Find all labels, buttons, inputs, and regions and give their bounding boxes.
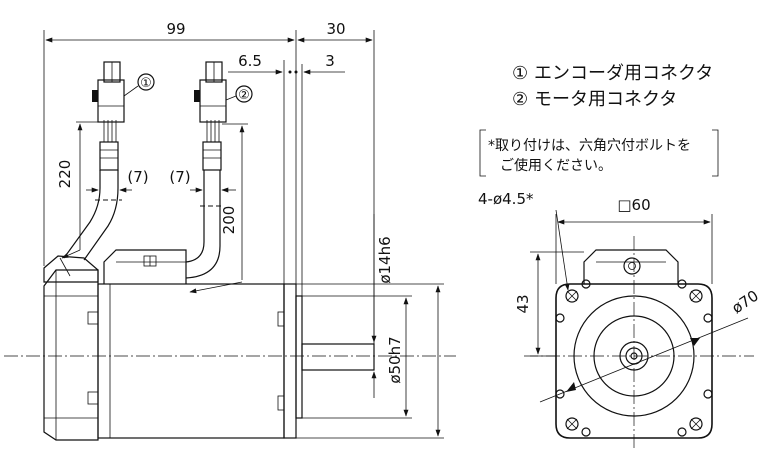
front-shaft-outer — [619, 341, 649, 371]
dim-dot-2 — [294, 70, 298, 74]
bolt-circle-arrow-2 — [566, 382, 576, 392]
mount-hole-br — [689, 417, 703, 431]
front-screw-7 — [581, 427, 591, 437]
legend: ① エンコーダ用コネクタ ② モータ用コネクタ — [512, 63, 713, 110]
callout-1-leader — [123, 85, 139, 97]
front-screw-8 — [677, 427, 687, 437]
encoder-cable-outer — [83, 170, 119, 261]
front-screw-5 — [581, 279, 591, 289]
output-shaft — [301, 343, 375, 371]
front-pilot-circle — [593, 315, 675, 397]
rear-bolt-head-bottom — [87, 391, 99, 405]
callout-2-text: ② — [238, 88, 250, 103]
encoder-cable — [63, 170, 101, 259]
note-bracket-left — [479, 129, 486, 177]
front-screw-1 — [555, 313, 565, 323]
callout-2-leader — [225, 95, 237, 101]
dim-7b-label: (7) — [169, 168, 190, 186]
motor-cable-outer — [185, 170, 221, 279]
front-connector-screw-outer — [623, 257, 641, 275]
mount-hole-tl — [565, 289, 579, 303]
motor-connector-block — [103, 249, 187, 284]
note-line-2: ご使用ください。 — [500, 157, 612, 174]
flange-bolt-bottom — [277, 395, 285, 411]
front-connector-screw-inner — [628, 262, 636, 270]
note-bracket-right — [712, 129, 719, 177]
legend-item-1-marker: ① — [512, 63, 528, 84]
dim-mount-holes-label: 4-ø4.5* — [478, 190, 534, 208]
flange — [283, 283, 297, 439]
motor-wires — [206, 120, 220, 142]
note-box: *取り付けは、六角穴付ボルトを ご使用ください。 — [479, 129, 719, 177]
legend-item-1-text: エンコーダ用コネクタ — [534, 63, 713, 84]
encoder-housing-slant — [59, 257, 71, 277]
dim-99-label: 99 — [166, 20, 185, 38]
dim-14h6-label: ø14h6 — [376, 236, 394, 283]
front-screw-6 — [677, 279, 687, 289]
dim-220-leader — [61, 249, 81, 259]
pilot-boss — [295, 295, 303, 419]
encoder-strain-relief — [99, 141, 119, 171]
encoder-wires — [103, 120, 117, 142]
dim-200-leader — [189, 281, 243, 294]
front-screw-2 — [703, 313, 713, 323]
front-screw-4 — [703, 389, 713, 399]
side-view: 99 30 6.5 3 220 200 (7) (7) ø14h6 ø50h7 … — [4, 20, 456, 441]
flange-bolt-top — [277, 311, 285, 327]
dim-7a-label: (7) — [127, 168, 148, 186]
dim-200-label: 200 — [220, 206, 238, 235]
rear-cover — [43, 269, 99, 441]
front-flange — [555, 283, 713, 439]
dim-43-label: 43 — [514, 294, 532, 313]
dim-220-label: 220 — [56, 160, 74, 189]
front-connector — [583, 249, 679, 284]
dim-6-5-label: 6.5 — [238, 52, 262, 70]
dim-dot-1 — [288, 70, 292, 74]
rear-bolt-head-top — [87, 311, 99, 325]
dim-bolt-circle-label: ø70 — [728, 286, 761, 317]
motor-cable — [185, 170, 205, 263]
dim-3-label: 3 — [325, 52, 335, 70]
callout-2-circle — [235, 85, 253, 103]
dim-sq60-label: □60 — [617, 196, 650, 214]
legend-item-2-marker: ② — [512, 89, 528, 110]
note-line-1: *取り付けは、六角穴付ボルトを — [488, 138, 691, 154]
front-view: □60 43 4-ø4.5* ø70 — [478, 190, 762, 450]
dim-30-label: 30 — [326, 20, 345, 38]
motor-connector — [194, 61, 227, 123]
encoder-connector — [92, 61, 125, 123]
callout-1-text: ① — [140, 76, 152, 91]
encoder-connector-housing — [43, 255, 99, 283]
bolt-circle-arrow-1 — [690, 338, 700, 346]
mount-hole-leader — [555, 209, 570, 291]
motor-body — [97, 283, 285, 439]
callout-1-circle — [137, 73, 155, 91]
motor-strain-relief — [202, 141, 222, 171]
front-shaft-inner — [630, 352, 638, 360]
legend-item-2-text: モータ用コネクタ — [534, 89, 677, 110]
front-screw-3 — [555, 389, 565, 399]
front-body-circle — [573, 295, 695, 417]
mount-hole-bl — [565, 417, 579, 431]
mount-hole-tr — [689, 289, 703, 303]
dim-50h7-label: ø50h7 — [386, 336, 404, 383]
